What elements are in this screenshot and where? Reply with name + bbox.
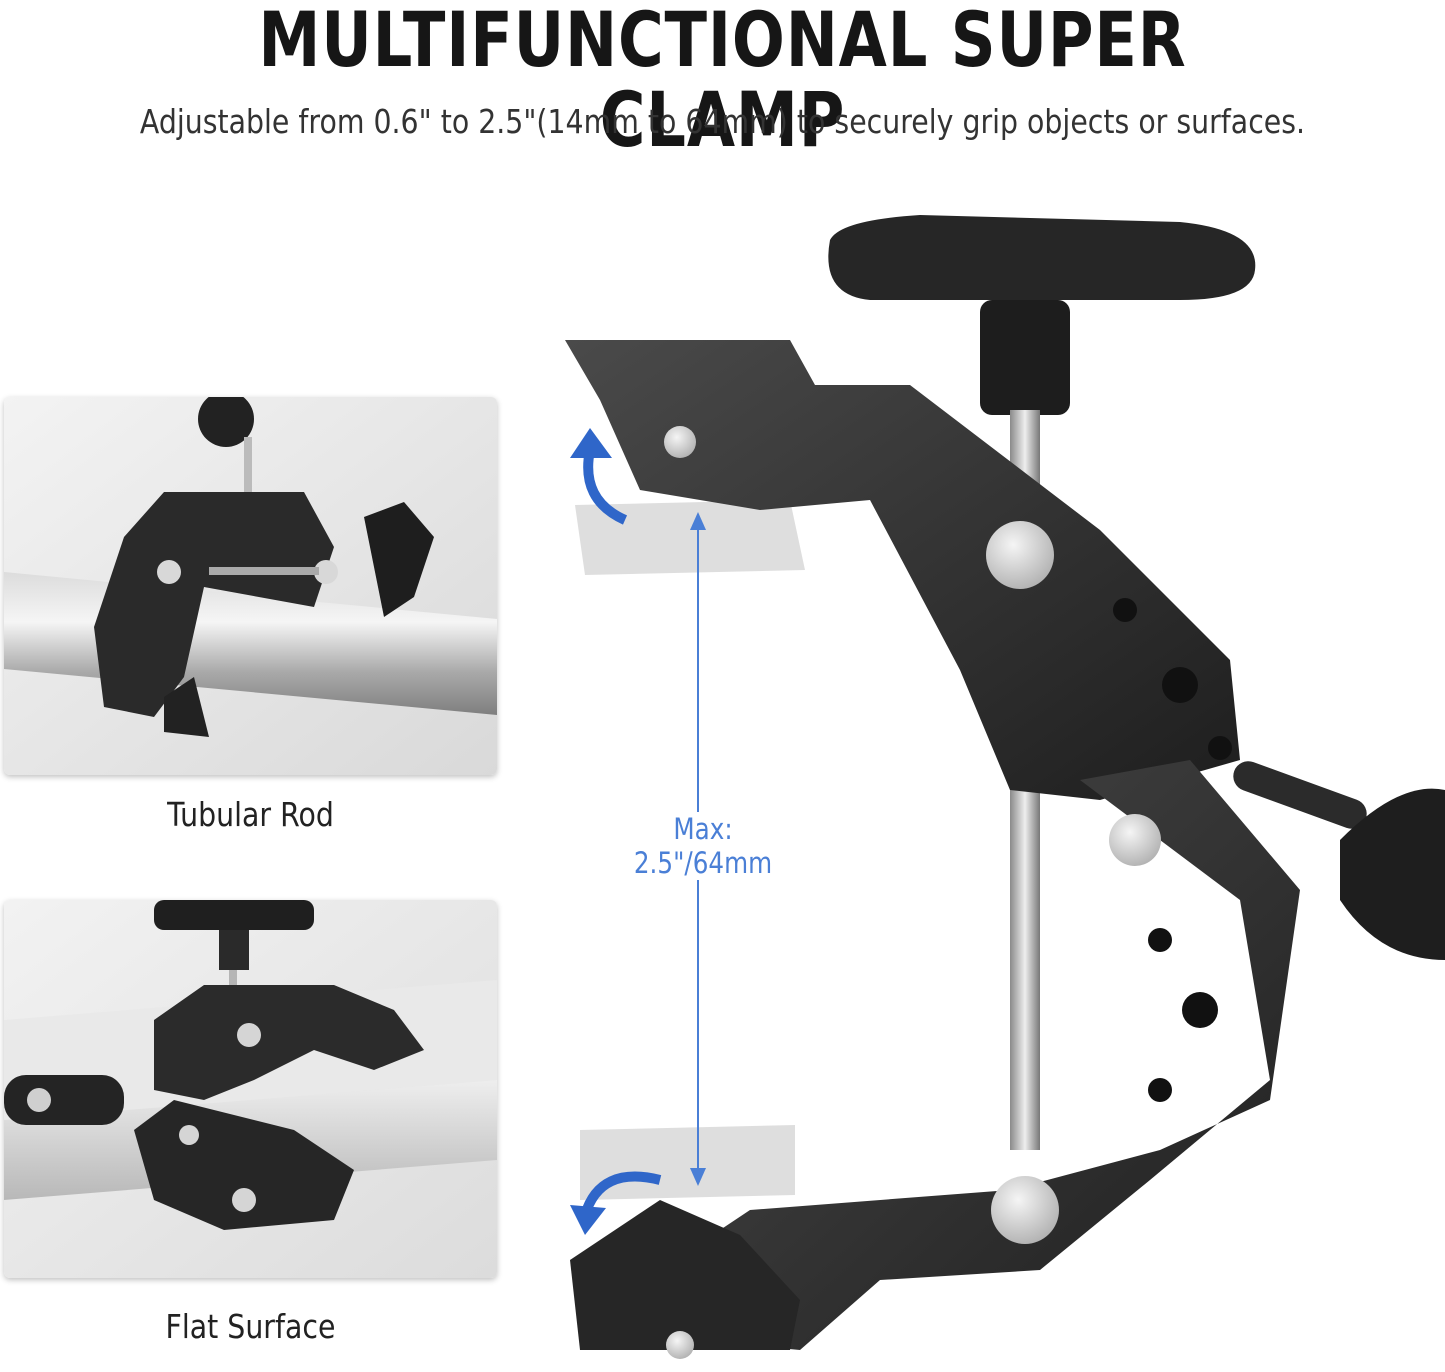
tubular-rod-photo xyxy=(4,397,497,775)
page-subtitle: Adjustable from 0.6" to 2.5"(14mm to 64m… xyxy=(139,102,1306,141)
page-title: MULTIFUNCTIONAL SUPER CLAMP xyxy=(258,0,1187,164)
flat-surface-caption: Flat Surface xyxy=(165,1307,336,1346)
flat-surface-photo xyxy=(4,900,497,1278)
super-clamp-photo xyxy=(540,200,1445,1372)
max-opening-label: Max: 2.5"/64mm xyxy=(606,812,800,880)
tubular-rod-caption: Tubular Rod xyxy=(167,795,334,834)
